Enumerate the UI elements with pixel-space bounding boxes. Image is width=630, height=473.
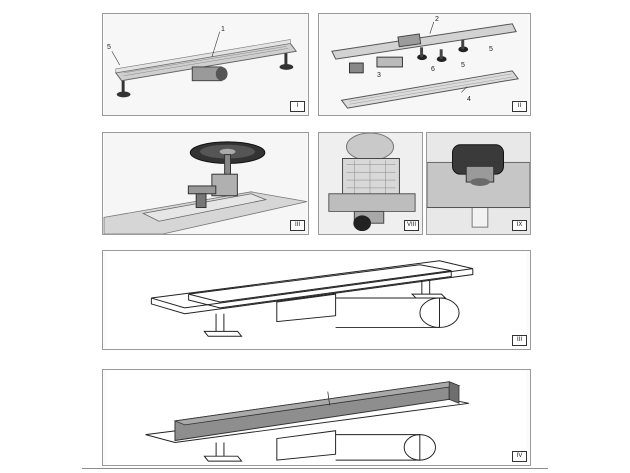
channel-line-drawing [106, 251, 527, 349]
figure-label: II [512, 101, 527, 112]
callout-number: 3 [377, 72, 381, 79]
adjustment-foot-photo [103, 133, 308, 234]
figure-panel-grate-removal: VIII [318, 132, 423, 235]
callout-number: 1 [221, 26, 225, 33]
grate-removal-photo [319, 133, 422, 234]
callout-number: 5 [107, 44, 111, 51]
figure-panel-assembled-drain: 1 5 I [102, 13, 309, 116]
callout-number: 5 [489, 46, 493, 53]
figure-label: IX [512, 220, 527, 231]
siphon-detail-photo [427, 133, 530, 234]
tiling-line-drawing [106, 370, 527, 465]
assembled-drain-photo [104, 14, 307, 115]
figure-panel-adjustment: III [102, 132, 309, 235]
callout-number: 6 [431, 66, 435, 73]
figure-label: VIII [404, 220, 419, 231]
figure-label: I [290, 101, 305, 112]
figure-label: IV [512, 451, 527, 462]
callout-number: 5 [461, 62, 465, 69]
figure-panel-tiling-drawing: IV [102, 369, 531, 466]
figure-panel-siphon: IX [426, 132, 531, 235]
figure-label: III [512, 335, 527, 346]
figure-label: III [290, 220, 305, 231]
callout-number: 2 [435, 16, 439, 23]
figure-panel-channel-drawing: III [102, 250, 531, 350]
callout-number: 4 [467, 96, 471, 103]
page-divider [82, 468, 548, 469]
parts-photo [320, 14, 529, 115]
figure-panel-parts: 2 3 6 5 5 4 II [318, 13, 531, 116]
